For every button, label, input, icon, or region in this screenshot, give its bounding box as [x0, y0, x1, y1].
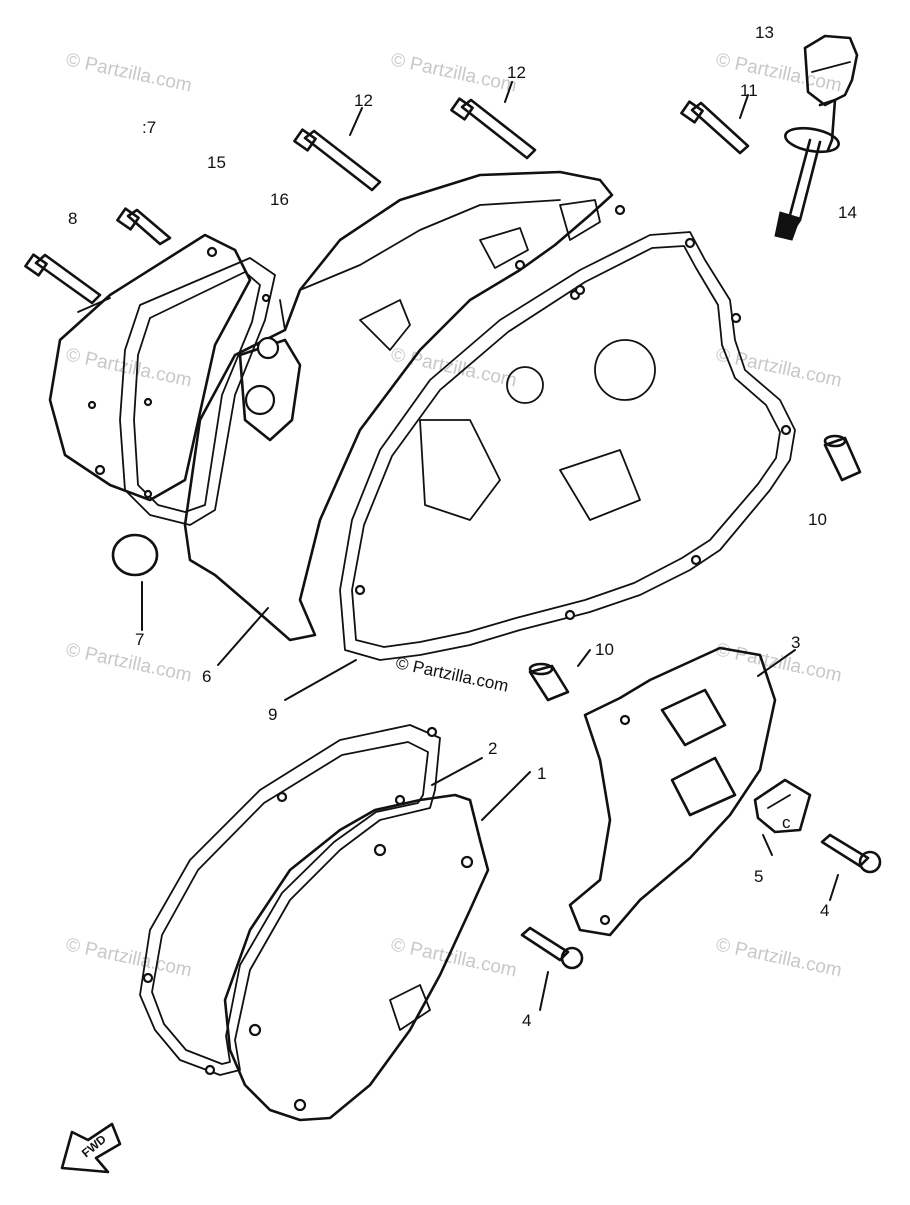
- part-1-generator-cover: [223, 793, 490, 1122]
- part-8-small-cover: [48, 233, 252, 502]
- callout-16: 16: [270, 190, 289, 209]
- watermark: © Partzilla.com: [714, 49, 844, 96]
- part-16-gasket: [119, 257, 276, 526]
- callout-12: 12: [354, 91, 373, 110]
- callout-4-lower: 4: [522, 1011, 531, 1030]
- part-15-bolt: [116, 207, 172, 246]
- leader-lines: [141, 81, 839, 1011]
- part-6-inner-details: [419, 339, 656, 521]
- part-8-bolt: [24, 253, 102, 305]
- watermark: © Partzilla.com: [64, 639, 194, 686]
- part-13-oil-cap: [774, 34, 859, 241]
- watermark: © Partzilla.com: [389, 934, 519, 981]
- callout-11: 11: [740, 81, 758, 100]
- watermark-dark: © Partzilla.com: [394, 653, 510, 695]
- callout-10-lower: 10: [595, 640, 614, 659]
- part-12-bolt: [293, 128, 382, 192]
- part-2-gasket: [139, 724, 441, 1076]
- part-12-bolt-2: [450, 97, 537, 160]
- watermark: © Partzilla.com: [64, 934, 194, 981]
- callout-13: 13: [755, 23, 774, 42]
- part-9-gasket: [339, 231, 796, 661]
- callout-1: 1: [537, 764, 546, 783]
- watermark: © Partzilla.com: [714, 344, 844, 391]
- callout-4: 4: [820, 901, 829, 920]
- part-3-cover-plate: [568, 646, 777, 937]
- callout-8: 8: [68, 209, 77, 228]
- watermark: © Partzilla.com: [714, 639, 844, 686]
- callout-12-right: 12: [507, 63, 526, 82]
- callout-14: 14: [838, 203, 857, 222]
- part-4-screw: [820, 833, 882, 874]
- fwd-label: FWD: [79, 1132, 109, 1161]
- callout-2: 2: [488, 739, 497, 758]
- watermark: © Partzilla.com: [389, 344, 519, 391]
- fwd-direction-badge: FWD: [60, 1122, 122, 1174]
- watermark: © Partzilla.com: [714, 934, 844, 981]
- callout-10: 10: [808, 510, 827, 529]
- part-10-dowel-pin-2: [528, 662, 570, 702]
- watermark: © Partzilla.com: [64, 49, 194, 96]
- part-6-crankcase-cover: [183, 170, 626, 642]
- watermark: © Partzilla.com: [389, 49, 519, 96]
- part-10-dowel-pin: [823, 434, 862, 482]
- part-14-o-ring: [784, 126, 840, 154]
- clamp-mark: c: [782, 813, 791, 832]
- callout-labels: 1 2 3 4 4 5 6 7 8 9 10 10 11 12 12 13 14…: [68, 23, 857, 1030]
- callout-6: 6: [202, 667, 211, 686]
- part-4-screw-2: [520, 926, 584, 970]
- callout-3: 3: [791, 633, 800, 652]
- callout-7: 7: [135, 630, 144, 649]
- callout-15: 15: [207, 153, 226, 172]
- part-7-plug: [111, 533, 159, 577]
- part-11-bolt: [680, 100, 750, 155]
- callout-17: :7: [142, 118, 156, 137]
- part-5-clamp: c: [753, 778, 812, 834]
- center-watermark: © Partzilla.com: [394, 653, 510, 695]
- watermark: © Partzilla.com: [64, 344, 194, 391]
- callout-9: 9: [268, 705, 277, 724]
- callout-5: 5: [754, 867, 763, 886]
